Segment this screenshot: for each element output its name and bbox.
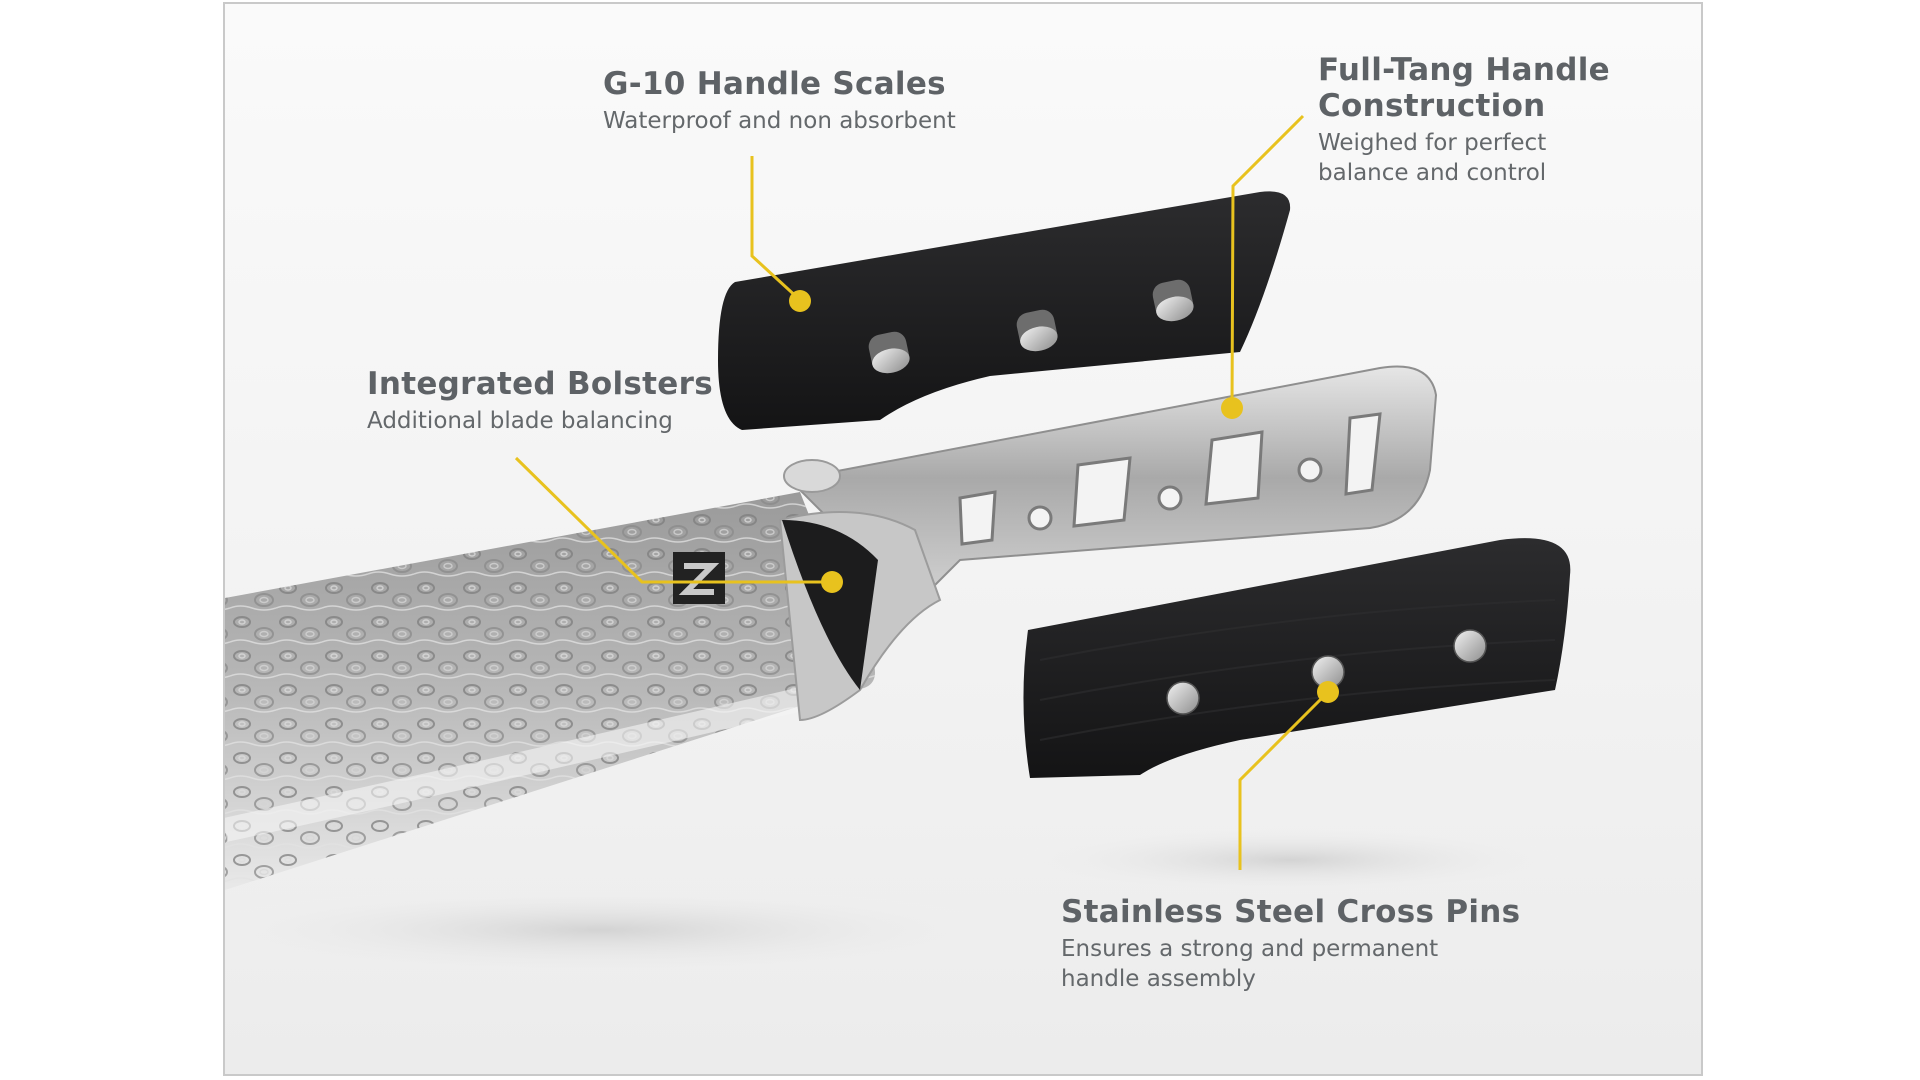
handle-shadow <box>1010 825 1570 895</box>
callout-title: Full-Tang Handle Construction <box>1318 52 1610 124</box>
callout-integrated-bolsters: Integrated Bolsters Additional blade bal… <box>367 366 713 436</box>
knife-illustration <box>225 114 1571 975</box>
g10-handle-scale-top <box>718 191 1291 430</box>
callout-title: G-10 Handle Scales <box>603 66 946 102</box>
callout-dot-icon <box>821 571 843 593</box>
callout-dot-icon <box>789 290 811 312</box>
callout-g10-handle-scales: G-10 Handle Scales Waterproof and non ab… <box>603 66 956 136</box>
callout-cross-pins: Stainless Steel Cross Pins Ensures a str… <box>1061 894 1520 994</box>
callout-desc: Additional blade balancing <box>367 408 673 434</box>
callout-title: Integrated Bolsters <box>367 366 713 402</box>
bottom-cross-pins <box>1166 629 1487 715</box>
callout-desc: Ensures a strong and permanent handle as… <box>1061 936 1439 992</box>
leader-lines <box>514 114 1330 870</box>
callout-desc: Weighed for perfect balance and control <box>1318 130 1547 186</box>
z-logo-icon <box>673 552 725 604</box>
tang-holes <box>958 412 1382 546</box>
diagram-frame <box>223 2 1703 1076</box>
g10-handle-scale-bottom <box>1023 538 1571 778</box>
callout-dot-icon <box>1317 681 1339 703</box>
callout-full-tang: Full-Tang Handle Construction Weighed fo… <box>1318 52 1610 188</box>
callout-dot-icon <box>1221 397 1243 419</box>
callout-desc: Waterproof and non absorbent <box>603 108 956 134</box>
blade-shadow <box>225 885 1020 975</box>
top-cross-pins <box>868 279 1194 374</box>
callout-title: Stainless Steel Cross Pins <box>1061 894 1521 930</box>
